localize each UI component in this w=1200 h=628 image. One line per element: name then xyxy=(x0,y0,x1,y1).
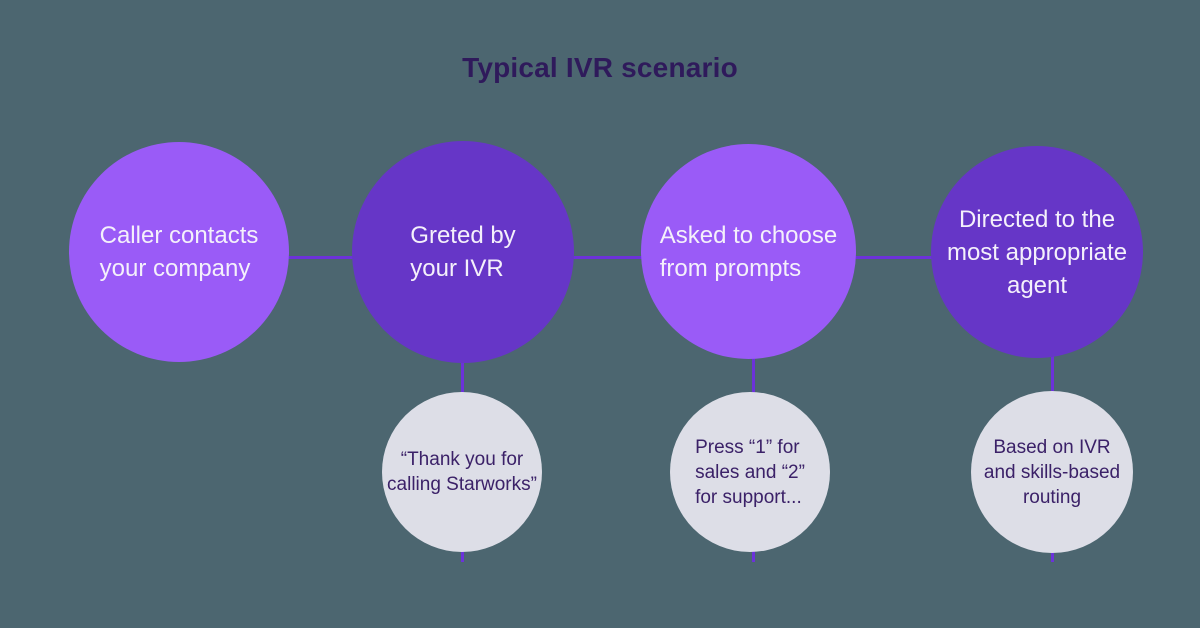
note-circle-greeting-example: “Thank you for calling Starworks” xyxy=(382,392,542,552)
note-label-prompt-example: Press “1” for sales and “2” for support.… xyxy=(695,436,805,508)
connector-step1-step2 xyxy=(179,256,463,259)
connector-step2-step3 xyxy=(463,256,749,259)
step-circle-greeted-by-ivr: Greted by your IVR xyxy=(352,141,574,363)
step-circle-directed-to-agent: Directed to the most appropriate agent xyxy=(931,146,1143,358)
step-label-greeted-by-ivr: Greted by your IVR xyxy=(410,222,516,282)
step-label-directed-to-agent: Directed to the most appropriate agent xyxy=(946,205,1128,299)
step-label-choose-prompts: Asked to choose from prompts xyxy=(659,221,838,282)
diagram-title: Typical IVR scenario xyxy=(462,52,738,83)
step-circle-caller-contacts: Caller contacts your company xyxy=(69,142,289,362)
note-label-greeting-example: “Thank you for calling Starworks” xyxy=(387,449,537,495)
note-circle-routing-basis: Based on IVR and skills-based routing xyxy=(971,391,1133,553)
step-label-caller-contacts: Caller contacts your company xyxy=(99,222,259,282)
note-circle-prompt-example: Press “1” for sales and “2” for support.… xyxy=(670,392,830,552)
connector-step3-step4 xyxy=(749,256,1037,259)
step-circle-choose-prompts: Asked to choose from prompts xyxy=(641,144,856,359)
note-label-routing-basis: Based on IVR and skills-based routing xyxy=(983,436,1121,508)
